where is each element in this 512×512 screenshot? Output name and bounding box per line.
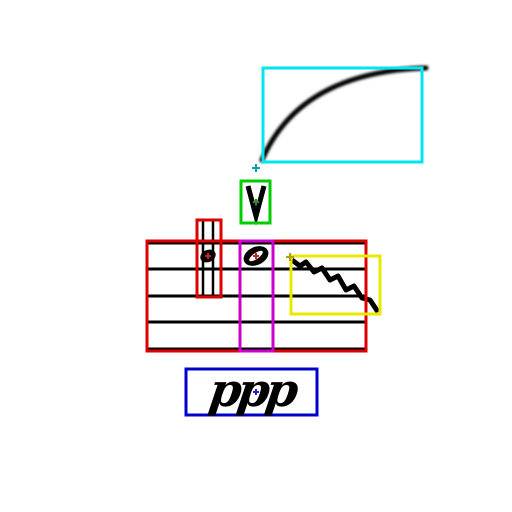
accent-center-marker bbox=[253, 199, 259, 205]
stem-note-bounding-box bbox=[195, 218, 223, 299]
dynamics-bounding-box bbox=[184, 367, 319, 417]
dynamics-marking-ppp: ppp bbox=[205, 363, 299, 417]
accent-bounding-box bbox=[239, 179, 272, 225]
trill-center-marker bbox=[286, 253, 294, 261]
slur-bounding-box bbox=[261, 66, 424, 164]
half-note-bounding-box bbox=[238, 239, 275, 353]
slur-center-marker bbox=[252, 164, 260, 172]
staff-lines bbox=[147, 241, 366, 351]
slur-curve bbox=[259, 65, 429, 163]
trill-wavy-line bbox=[290, 258, 381, 314]
half-note-center-marker bbox=[253, 253, 259, 259]
stem-note-center-marker bbox=[205, 253, 211, 259]
trill-bounding-box bbox=[289, 254, 382, 316]
accent-glyph bbox=[245, 185, 267, 226]
dynamics-center-marker bbox=[253, 389, 259, 395]
stem-note-glyph bbox=[200, 221, 216, 296]
